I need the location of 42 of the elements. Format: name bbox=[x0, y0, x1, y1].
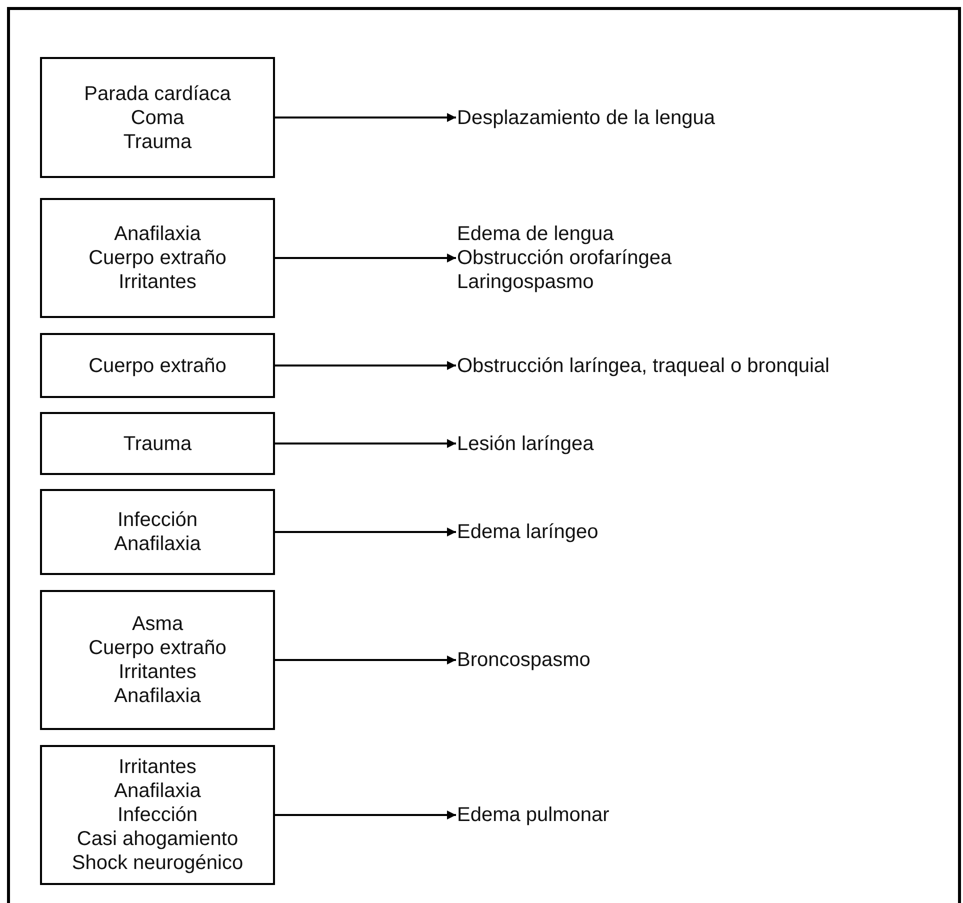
cause-text: Cuerpo extraño bbox=[88, 354, 226, 378]
cause-text: Irritantes bbox=[118, 755, 196, 779]
cause-text: Asma bbox=[132, 612, 184, 636]
effect-text: Desplazamiento de la lengua bbox=[457, 106, 715, 130]
cause-text: Parada cardíaca bbox=[84, 82, 231, 106]
arrow bbox=[275, 656, 456, 664]
cause-box bbox=[40, 745, 275, 885]
effect-text: Lesión laríngea bbox=[457, 432, 594, 456]
cause-text: Cuerpo extraño bbox=[88, 636, 226, 660]
cause-box bbox=[40, 57, 275, 178]
cause-box bbox=[40, 489, 275, 575]
cause-text: Cuerpo extraño bbox=[88, 246, 226, 270]
arrow bbox=[275, 439, 456, 448]
arrow bbox=[275, 810, 456, 820]
cause-text: Coma bbox=[130, 106, 184, 130]
cause-text: Trauma bbox=[123, 432, 192, 456]
cause-text: Irritantes bbox=[118, 660, 196, 684]
effect-text: Edema pulmonar bbox=[457, 803, 610, 827]
cause-text: Shock neurogénico bbox=[72, 851, 244, 875]
cause-text: Anafilaxia bbox=[114, 532, 201, 556]
cause-text: Trauma bbox=[123, 130, 192, 154]
effect-text: Broncospasmo bbox=[457, 648, 590, 672]
cause-box bbox=[40, 412, 275, 475]
cause-text: Infección bbox=[117, 803, 198, 827]
effect-text: Edema de lengua bbox=[457, 222, 615, 246]
arrow bbox=[275, 528, 456, 536]
cause-box bbox=[40, 590, 275, 730]
effect-text: Edema laríngeo bbox=[457, 520, 598, 544]
arrow bbox=[275, 361, 456, 370]
arrow bbox=[275, 113, 456, 122]
arrow bbox=[275, 254, 456, 262]
effect-text: Laringospasmo bbox=[457, 270, 595, 294]
effect-text: Obstrucción laríngea, traqueal o bronquial bbox=[457, 354, 830, 378]
cause-text: Anafilaxia bbox=[114, 222, 201, 246]
cause-text: Infección bbox=[117, 508, 198, 532]
cause-text: Irritantes bbox=[118, 270, 196, 294]
cause-box bbox=[40, 198, 275, 318]
effect-text: Obstrucción orofaríngea bbox=[457, 246, 672, 270]
cause-text: Anafilaxia bbox=[114, 684, 201, 708]
cause-box bbox=[40, 333, 275, 398]
cause-text: Anafilaxia bbox=[114, 779, 201, 803]
cause-text: Casi ahogamiento bbox=[76, 827, 238, 851]
